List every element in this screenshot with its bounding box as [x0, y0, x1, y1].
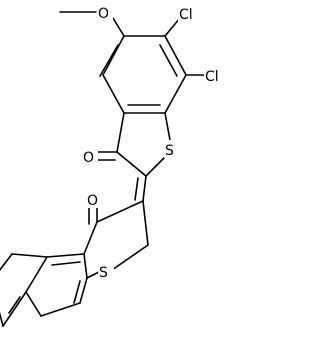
- bond-ch2-s: [111, 244, 149, 271]
- bond-c6a-c7-inner: [8, 296, 21, 314]
- atom-cl-right: Cl: [205, 69, 219, 85]
- bond-o-c5: [112, 17, 125, 37]
- bond-c5-c6n: [40, 302, 81, 317]
- bond-c10-c9: [0, 253, 13, 272]
- bond-lines: [0, 11, 205, 327]
- bond-c2-c2prime: [142, 175, 147, 202]
- atom-o-ketone-upper: O: [83, 150, 94, 166]
- bond-c5-c4-inner: [99, 44, 119, 77]
- bond-c10a-c10b-inner: [51, 261, 81, 266]
- bond-c2-c2prime-double: [134, 177, 139, 201]
- bond-c6-c7: [164, 35, 187, 76]
- bond-s-c7a: [164, 112, 171, 141]
- bond-c3-c2: [116, 151, 147, 177]
- bond-c3a-c3: [116, 112, 125, 153]
- atom-s-thiophene: S: [165, 143, 174, 159]
- molecule-drawing: Cl Cl O S O O S: [0, 3, 228, 327]
- bond-c10a-c10b: [46, 253, 85, 258]
- bond-c7-c7a: [164, 74, 187, 114]
- chemical-structure-canvas: Cl Cl O S O O S: [0, 3, 228, 327]
- bond-c7n-c8: [0, 311, 4, 327]
- atom-cl-top: Cl: [179, 7, 193, 23]
- bond-c6a-c7n: [2, 291, 27, 327]
- atom-o-ketone-lower: O: [87, 193, 98, 209]
- bond-c10a-c10: [11, 253, 48, 258]
- bond-c4a-c5: [79, 277, 88, 304]
- bond-c2prime-ch2: [142, 200, 149, 246]
- bond-c1-c10b: [83, 221, 98, 255]
- atom-labels: Cl Cl O S O O S: [82, 3, 228, 281]
- bond-c6n-c6a: [25, 291, 42, 317]
- bond-c2prime-c1: [96, 200, 144, 223]
- atom-s-thiopyran: S: [99, 265, 108, 281]
- bond-c6-cl: [164, 17, 181, 37]
- bond-c6a-c10a: [25, 256, 48, 293]
- bond-c2-s: [145, 155, 167, 177]
- bond-c10b-c4a: [83, 253, 88, 279]
- bond-s-c4a: [86, 271, 100, 279]
- bond-c4a-c5-inner: [73, 280, 81, 304]
- bond-c6-c7-inner: [159, 44, 178, 77]
- bond-c5-c4: [102, 35, 125, 76]
- atom-o-methoxy: O: [98, 6, 109, 22]
- bond-c3a-c4: [102, 74, 125, 114]
